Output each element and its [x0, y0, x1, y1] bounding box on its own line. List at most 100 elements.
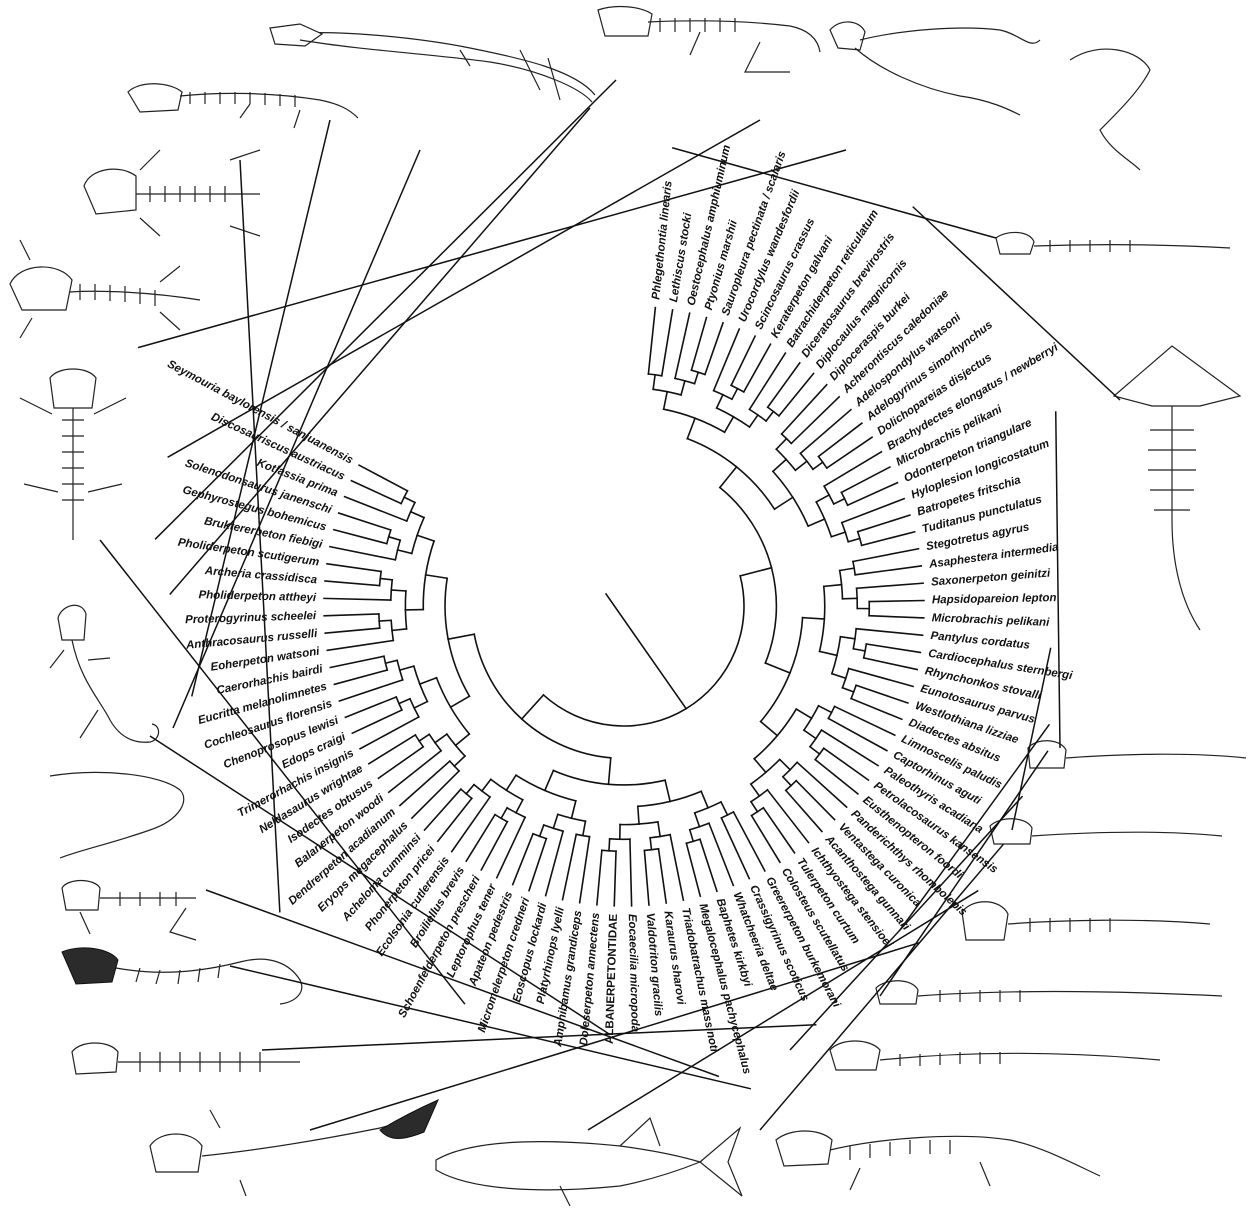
tree-branch	[782, 385, 827, 434]
tree-branch	[529, 839, 546, 891]
tree-branch	[653, 375, 655, 390]
tree-branch	[858, 515, 910, 532]
tree-branch	[856, 629, 922, 636]
skeleton-drawing-top-right	[830, 22, 1150, 170]
tree-branch	[398, 550, 412, 554]
tree-branch	[681, 381, 685, 395]
tree-branch	[700, 839, 717, 891]
tree-branch	[360, 717, 419, 749]
tree-branch	[686, 843, 700, 896]
tree-branch	[327, 640, 393, 650]
tree-branch	[330, 656, 384, 667]
tree-branch	[456, 734, 470, 745]
tree-branch	[691, 318, 706, 371]
tree-branch	[385, 660, 397, 663]
tree-branch	[751, 784, 759, 796]
skeleton-drawing-left-frog	[62, 881, 196, 941]
tree-branch	[399, 699, 410, 704]
tree-branch	[438, 798, 472, 841]
tree-branch	[813, 462, 823, 469]
skeleton-illustrations	[10, 7, 1246, 1206]
tree-branch	[808, 519, 824, 526]
tree-branch	[740, 568, 771, 576]
tip-label: ALBANERPETONTIDAE	[604, 913, 620, 1044]
tree-branch	[763, 808, 794, 853]
tree-branch	[853, 549, 919, 562]
skeleton-drawing-right-4	[990, 819, 1222, 844]
tree-branch	[659, 849, 667, 903]
tree-branch	[824, 585, 842, 587]
tree-branch	[816, 495, 829, 502]
tree-branch	[583, 821, 586, 835]
tree-branch	[824, 452, 881, 486]
tree-branch	[690, 830, 693, 842]
tree-branch	[664, 392, 668, 410]
tip-label: Pholiderpeton attheyi	[198, 589, 317, 604]
tree-branch	[369, 735, 416, 764]
tree-branch	[597, 850, 602, 904]
tree-branch	[389, 751, 441, 792]
tree-branch	[414, 702, 427, 708]
tree-branch	[862, 532, 915, 546]
tree-branch	[466, 815, 495, 862]
skeleton-drawing-bottom-left-dark	[62, 948, 302, 1004]
tree-branch	[513, 834, 533, 885]
tree-branch	[695, 813, 700, 827]
tree-branch	[815, 760, 858, 794]
tree-branch	[797, 762, 847, 807]
tree-branch	[855, 566, 921, 575]
tip-label: Hapsidopareion lepton	[932, 592, 1057, 606]
skeleton-drawing-top-left-long	[270, 24, 595, 102]
tree-branch	[391, 590, 406, 591]
tree-branch	[670, 835, 683, 900]
tree-branch	[857, 583, 924, 588]
tree-branch	[687, 418, 695, 438]
tree-branch	[849, 669, 913, 687]
tree-branch	[842, 688, 853, 692]
tree-branch	[820, 651, 837, 655]
tree-branch	[614, 851, 616, 906]
tree-branch	[644, 850, 649, 905]
tree-branch	[324, 598, 391, 600]
skeleton-drawing-bottom-fish	[436, 1118, 742, 1206]
tree-branch	[751, 802, 758, 812]
tree-branch	[803, 618, 825, 619]
tree-branch	[466, 785, 474, 794]
tree-branch	[327, 564, 381, 572]
tree-branch	[638, 806, 639, 824]
skeleton-drawing-bottom-acanthostega	[150, 1100, 438, 1196]
tip-label: Doleserpeton annectens	[578, 912, 602, 1046]
tree-branch	[540, 825, 544, 836]
tree-branch	[400, 761, 450, 805]
tree-branch	[334, 670, 387, 684]
tree-branch	[412, 771, 459, 818]
tip-label: Saxonerpeton geinitzi	[931, 567, 1052, 588]
tree-branch	[630, 839, 632, 906]
tree-branch	[779, 373, 814, 415]
tree-branch	[783, 777, 791, 786]
tree-branch	[749, 353, 785, 409]
skeleton-drawing-left-salamander	[10, 240, 200, 338]
tree-branch	[754, 759, 766, 773]
skeleton-drawing-right-3	[962, 902, 1210, 940]
tree-branch	[451, 696, 470, 707]
tree-branch	[580, 837, 590, 903]
tree-branch	[380, 579, 392, 580]
tree-root-stem	[606, 594, 686, 709]
tree-branch	[334, 530, 387, 544]
tree-branches	[324, 308, 924, 906]
tree-branch	[553, 814, 557, 828]
tree-branch	[840, 568, 854, 570]
tree-branch	[419, 734, 429, 741]
tree-branch	[705, 323, 723, 375]
tree-branch	[675, 313, 690, 378]
tree-branch	[732, 389, 738, 400]
tree-branch	[796, 781, 834, 820]
tree-branch	[818, 423, 861, 456]
tip-label: Microbrachis pelikani	[932, 612, 1051, 629]
tree-branch	[563, 834, 577, 899]
tree-branch	[325, 628, 379, 633]
tree-branch	[435, 734, 447, 743]
tree-branch	[848, 538, 860, 541]
